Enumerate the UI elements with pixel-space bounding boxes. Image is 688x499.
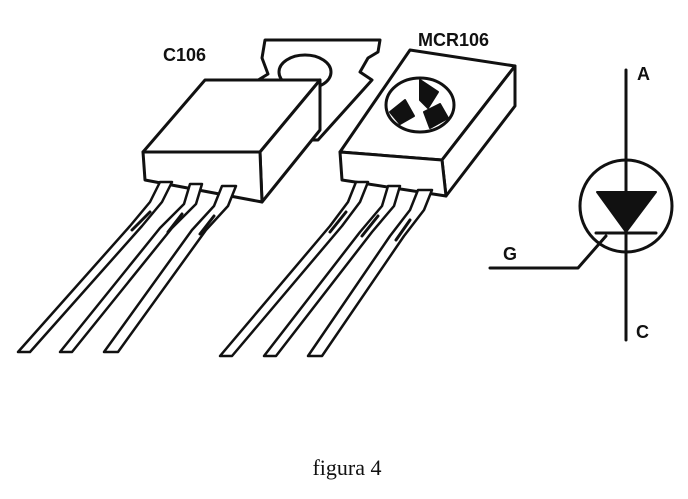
scr-diode-triangle [596,191,657,233]
c106-label: C106 [163,45,206,65]
mcr106-lead-1 [218,180,370,358]
cathode-label: C [636,322,649,342]
scr-symbol-circle [578,158,674,254]
gate-label: G [503,244,517,264]
c106-package-drawing [16,38,382,354]
mcr106-label: MCR106 [418,30,489,50]
scr-schematic-symbol [488,68,674,342]
mcr106-lead-2 [262,184,402,358]
figure-caption: figura 4 [312,455,381,480]
anode-label: A [637,64,650,84]
mcr106-logo-mark [384,76,456,134]
c106-lead-2 [58,182,204,354]
mcr106-package-drawing [218,48,517,358]
c106-lead-3 [102,184,238,354]
gate-wire [488,234,608,270]
mcr106-lead-3 [306,188,434,358]
c106-lead-1 [16,180,174,354]
mcr106-body-front [338,150,448,198]
